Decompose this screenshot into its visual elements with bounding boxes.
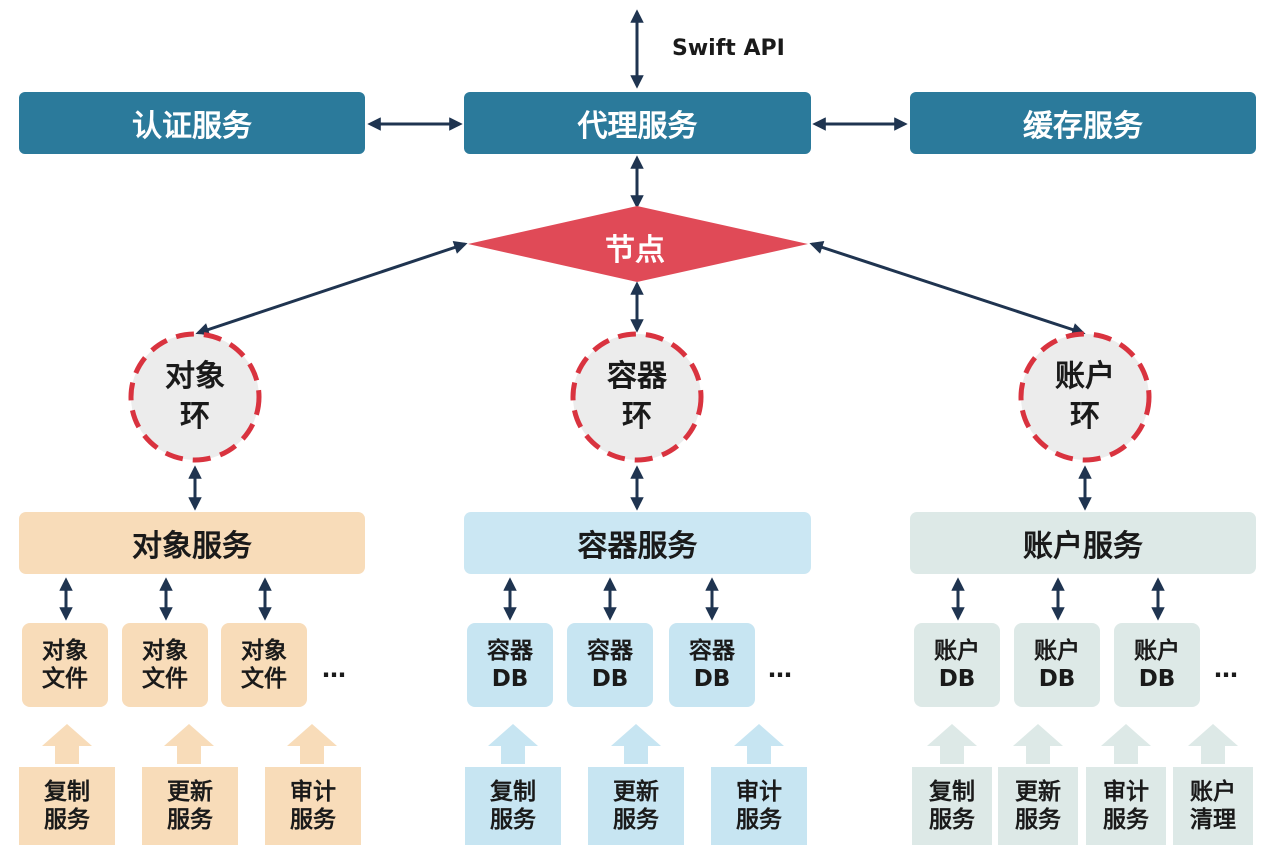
object-service-box: 对象服务 bbox=[19, 512, 365, 574]
account-update-service: 更新 服务 bbox=[998, 767, 1078, 845]
container-units-ellipsis: … bbox=[768, 655, 792, 683]
object-ring-label: 对象 环 bbox=[165, 359, 225, 434]
proxy-service-box: 代理服务 bbox=[464, 92, 811, 154]
cache-service-box: 缓存服务 bbox=[910, 92, 1256, 154]
api-label: Swift API bbox=[672, 36, 785, 61]
account-units-ellipsis: … bbox=[1214, 655, 1238, 683]
object-update-service: 更新 服务 bbox=[142, 767, 238, 845]
object-units-ellipsis: … bbox=[322, 655, 346, 683]
object-ring: 对象 环 bbox=[126, 330, 264, 464]
account-db-unit: 账户 DB bbox=[1114, 623, 1200, 707]
container-replication-service: 复制 服务 bbox=[465, 767, 561, 845]
account-ring: 账户 环 bbox=[1016, 330, 1154, 464]
node-diamond bbox=[468, 206, 808, 282]
account-db-unit: 账户 DB bbox=[914, 623, 1000, 707]
object-audit-service: 审计 服务 bbox=[265, 767, 361, 845]
account-replication-service: 复制 服务 bbox=[912, 767, 992, 845]
auth-service-box: 认证服务 bbox=[19, 92, 365, 154]
account-service-box: 账户服务 bbox=[910, 512, 1256, 574]
account-ring-label: 账户 环 bbox=[1055, 359, 1115, 434]
object-file-unit: 对象 文件 bbox=[22, 623, 108, 707]
account-reaper-service: 账户 清理 bbox=[1173, 767, 1253, 845]
object-file-unit: 对象 文件 bbox=[221, 623, 307, 707]
container-db-unit: 容器 DB bbox=[669, 623, 755, 707]
object-file-unit: 对象 文件 bbox=[122, 623, 208, 707]
account-db-unit: 账户 DB bbox=[1014, 623, 1100, 707]
container-db-unit: 容器 DB bbox=[567, 623, 653, 707]
container-update-service: 更新 服务 bbox=[588, 767, 684, 845]
container-db-unit: 容器 DB bbox=[467, 623, 553, 707]
up-arrows-container bbox=[488, 724, 784, 764]
object-replication-service: 复制 服务 bbox=[19, 767, 115, 845]
up-arrows-object bbox=[42, 724, 337, 764]
node-label: 节点 bbox=[605, 233, 665, 268]
node-account-ring-arrow bbox=[809, 240, 1086, 337]
container-service-box: 容器服务 bbox=[464, 512, 811, 574]
container-ring-label: 容器 环 bbox=[607, 359, 667, 434]
account-audit-service: 审计 服务 bbox=[1086, 767, 1166, 845]
container-ring: 容器 环 bbox=[568, 330, 706, 464]
up-arrows-account bbox=[927, 724, 1238, 764]
container-audit-service: 审计 服务 bbox=[711, 767, 807, 845]
node-object-ring-arrow bbox=[195, 241, 468, 336]
service-unit-arrows bbox=[59, 577, 1165, 621]
